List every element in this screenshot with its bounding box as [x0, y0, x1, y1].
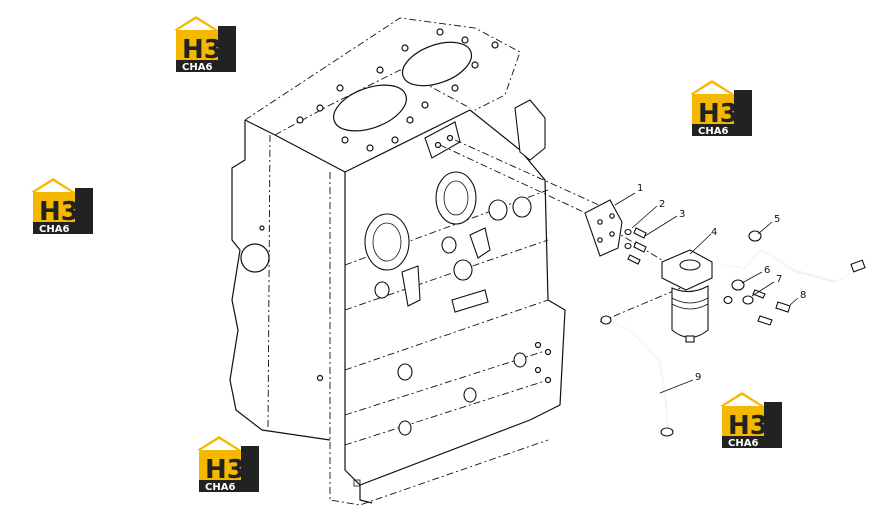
watermark-logo-4: H3 CHA6: [720, 392, 782, 449]
callout-4: 4: [711, 227, 717, 238]
watermark-letters-1: H3: [182, 35, 222, 65]
watermark-letters-3: H3: [39, 197, 79, 227]
watermark-logo-2: H3 CHA6: [690, 80, 752, 137]
callout-labels: 1 2 3 4 5 6 7 8 9: [637, 183, 806, 383]
callout-6: 6: [764, 265, 770, 276]
fuel-pipe-part5: [719, 230, 866, 283]
watermark-logo-5: H3 CHA6: [197, 436, 259, 493]
watermark-caption-1: CHA6: [182, 62, 212, 73]
callout-8: 8: [800, 290, 806, 301]
watermark-caption-4: CHA6: [728, 438, 758, 449]
callout-leaders: [614, 192, 799, 394]
watermark-letters-2: H3: [698, 99, 738, 129]
callout-7: 7: [776, 274, 782, 285]
callout-3: 3: [679, 209, 685, 220]
watermark-logo-1: H3 CHA6: [174, 16, 236, 73]
engine-block: [229, 17, 566, 506]
deck-bolt-holes: [296, 28, 499, 152]
watermark-letters-4: H3: [728, 411, 768, 441]
watermark-caption-5: CHA6: [205, 482, 235, 493]
watermark-letters-5: H3: [205, 455, 245, 485]
callout-5: 5: [774, 214, 780, 225]
callout-2: 2: [659, 199, 665, 210]
fuel-filter-part4: [661, 249, 713, 343]
fittings-part6-8: [723, 279, 791, 326]
watermark-caption-3: CHA6: [39, 224, 69, 235]
watermark-logo-3: H3 CHA6: [31, 178, 93, 235]
washers-bolts-part2-3: [624, 227, 647, 265]
watermark-caption-2: CHA6: [698, 126, 728, 137]
callout-1: 1: [637, 183, 643, 194]
fuel-pipe-part9: [600, 315, 674, 437]
mounting-bracket-part1: [584, 199, 623, 257]
callout-9: 9: [695, 372, 701, 383]
